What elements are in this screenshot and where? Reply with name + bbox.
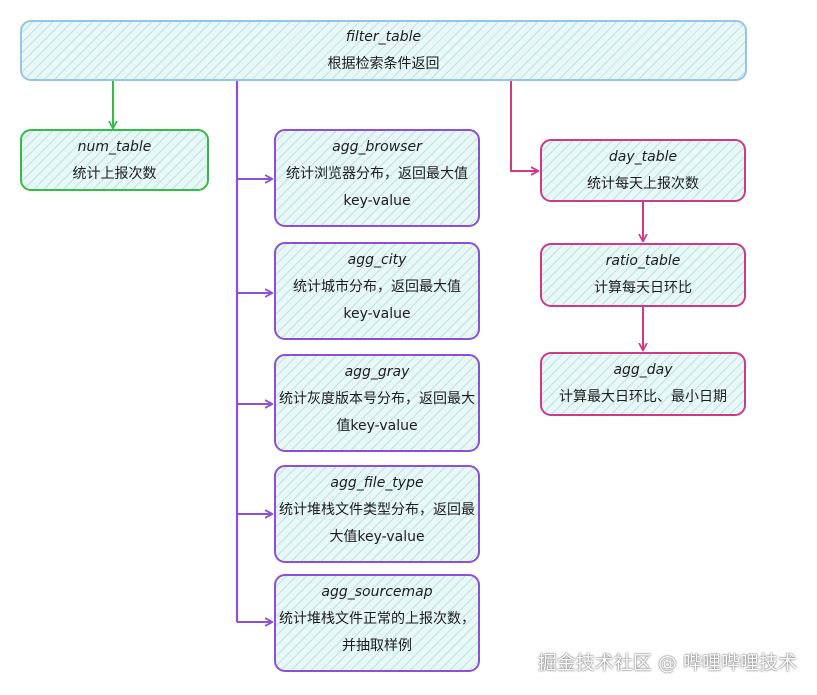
node-title: agg_file_type (330, 475, 424, 491)
node-num-table: num_table 统计上报次数 (20, 129, 209, 191)
node-title: num_table (77, 139, 152, 155)
node-title: day_table (608, 149, 678, 165)
node-description: 计算每天日环比 (594, 280, 692, 296)
node-description: 根据检索条件返回 (327, 56, 440, 72)
node-description: 统计堆栈文件正常的上报次数，并抽取样例 (279, 611, 475, 654)
node-description: 统计堆栈文件类型分布，返回最大值key-value (279, 502, 475, 545)
node-title: agg_gray (344, 364, 410, 380)
node-title: agg_sourcemap (321, 584, 433, 600)
node-title: agg_day (613, 362, 673, 378)
node-agg-browser: agg_browser 统计浏览器分布，返回最大值key-value (274, 129, 480, 227)
node-agg-city: agg_city 统计城市分布，返回最大值key-value (274, 242, 480, 340)
node-agg-day: agg_day 计算最大日环比、最小日期 (540, 352, 746, 416)
node-description: 统计城市分布，返回最大值key-value (293, 279, 461, 322)
node-description: 统计浏览器分布，返回最大值key-value (286, 166, 468, 209)
node-description: 统计上报次数 (72, 166, 157, 182)
node-description: 计算最大日环比、最小日期 (559, 389, 727, 405)
node-title: ratio_table (605, 253, 681, 269)
node-title: agg_city (347, 252, 407, 268)
watermark-text: 掘金技术社区 @ 哔哩哔哩技术 (537, 652, 797, 674)
edge-filter-to-day-table (510, 80, 538, 171)
node-description: 统计灰度版本号分布，返回最大值key-value (279, 391, 475, 434)
node-day-table: day_table 统计每天上报次数 (540, 139, 746, 202)
node-description: 统计每天上报次数 (587, 176, 699, 192)
node-ratio-table: ratio_table 计算每天日环比 (540, 243, 746, 307)
node-title: filter_table (345, 29, 422, 45)
node-agg-file-type: agg_file_type 统计堆栈文件类型分布，返回最大值key-value (274, 465, 480, 563)
node-filter-table: filter_table 根据检索条件返回 (20, 20, 747, 81)
node-agg-gray: agg_gray 统计灰度版本号分布，返回最大值key-value (274, 354, 480, 452)
node-title: agg_browser (332, 139, 422, 155)
node-agg-sourcemap: agg_sourcemap 统计堆栈文件正常的上报次数，并抽取样例 (274, 574, 480, 672)
